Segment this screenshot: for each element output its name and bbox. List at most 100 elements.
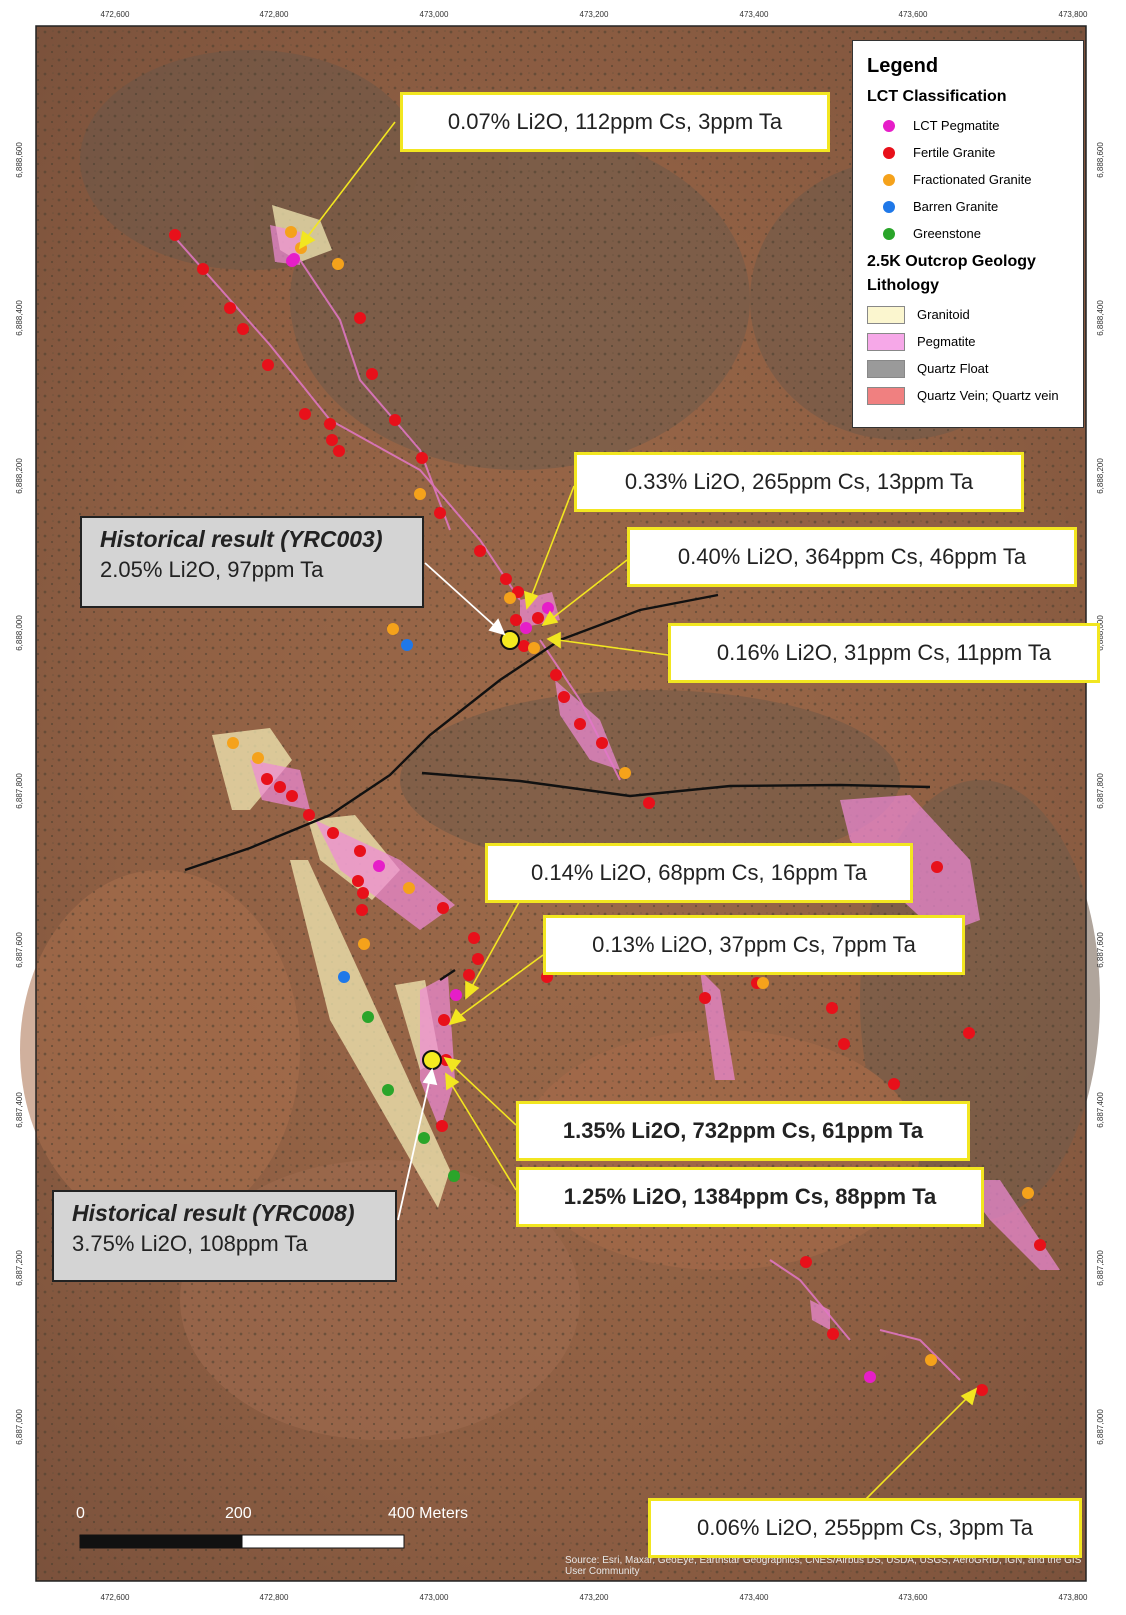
sample-point[interactable] — [285, 226, 297, 238]
sample-point[interactable] — [558, 691, 570, 703]
sample-point[interactable] — [976, 1384, 988, 1396]
sample-point[interactable] — [338, 971, 350, 983]
sample-point[interactable] — [324, 418, 336, 430]
sample-point[interactable] — [472, 953, 484, 965]
x-tick-label: 472,800 — [260, 1593, 289, 1602]
sample-point[interactable] — [448, 1170, 460, 1182]
sample-point[interactable] — [520, 622, 532, 634]
sample-point[interactable] — [434, 507, 446, 519]
sample-point[interactable] — [416, 452, 428, 464]
sample-point[interactable] — [436, 1120, 448, 1132]
sample-point[interactable] — [438, 1014, 450, 1026]
sample-point[interactable] — [450, 989, 462, 1001]
sample-point[interactable] — [352, 875, 364, 887]
sample-point[interactable] — [333, 445, 345, 457]
assay-callout-6: 0.13% Li2O, 37ppm Cs, 7ppm Ta — [543, 915, 965, 975]
sample-point[interactable] — [437, 902, 449, 914]
sample-point[interactable] — [366, 368, 378, 380]
y-tick-label: 6,887,200 — [1096, 1250, 1105, 1286]
y-ticks-left: 6,888,6006,888,4006,888,2006,888,0006,88… — [15, 142, 24, 1445]
sample-point[interactable] — [401, 639, 413, 651]
sample-point[interactable] — [354, 312, 366, 324]
legend-item: Granitoid — [863, 301, 1073, 328]
y-tick-label: 6,887,600 — [15, 932, 24, 968]
legend-marker-icon — [883, 200, 895, 213]
sample-point[interactable] — [326, 434, 338, 446]
sample-point[interactable] — [303, 809, 315, 821]
sample-point[interactable] — [1034, 1239, 1046, 1251]
sample-point[interactable] — [532, 612, 544, 624]
sample-point[interactable] — [286, 790, 298, 802]
sample-point[interactable] — [463, 969, 475, 981]
sample-point[interactable] — [358, 938, 370, 950]
sample-point[interactable] — [827, 1328, 839, 1340]
sample-point[interactable] — [403, 882, 415, 894]
sample-point[interactable] — [800, 1256, 812, 1268]
sample-point[interactable] — [931, 861, 943, 873]
sample-point[interactable] — [504, 592, 516, 604]
sample-point[interactable] — [468, 932, 480, 944]
y-tick-label: 6,888,000 — [1096, 615, 1105, 651]
sample-point[interactable] — [963, 1027, 975, 1039]
sample-point[interactable] — [362, 1011, 374, 1023]
sample-point[interactable] — [864, 1371, 876, 1383]
legend-item-label: Fertile Granite — [913, 145, 996, 160]
sample-point[interactable] — [643, 797, 655, 809]
sample-point[interactable] — [387, 623, 399, 635]
sample-point[interactable] — [332, 258, 344, 270]
fault-lines — [184, 593, 931, 981]
sample-point[interactable] — [224, 302, 236, 314]
sample-point[interactable] — [299, 408, 311, 420]
sample-point[interactable] — [382, 1084, 394, 1096]
legend-item-label: LCT Pegmatite — [913, 118, 1000, 133]
sample-point[interactable] — [550, 669, 562, 681]
sample-point[interactable] — [262, 359, 274, 371]
historical-value: 2.05% Li2O, 97ppm Ta — [100, 557, 324, 582]
sample-point[interactable] — [356, 904, 368, 916]
sample-point[interactable] — [197, 263, 209, 275]
drillhole-yrc003-marker[interactable] — [500, 630, 520, 650]
sample-point[interactable] — [474, 545, 486, 557]
sample-point[interactable] — [169, 229, 181, 241]
sample-point[interactable] — [699, 992, 711, 1004]
sample-point[interactable] — [286, 255, 298, 267]
legend-swatch-icon — [867, 386, 905, 405]
sample-point[interactable] — [252, 752, 264, 764]
sample-point[interactable] — [373, 860, 385, 872]
sample-point[interactable] — [838, 1038, 850, 1050]
sample-point[interactable] — [237, 323, 249, 335]
sample-point[interactable] — [528, 642, 540, 654]
drillhole-yrc008-marker[interactable] — [422, 1050, 442, 1070]
sample-point[interactable] — [757, 977, 769, 989]
scale-label-200: 200 — [225, 1505, 252, 1522]
sample-point[interactable] — [354, 845, 366, 857]
sample-point[interactable] — [510, 614, 522, 626]
sample-point[interactable] — [574, 718, 586, 730]
sample-point[interactable] — [826, 1002, 838, 1014]
sample-point[interactable] — [414, 488, 426, 500]
x-tick-label: 473,400 — [740, 10, 769, 19]
sample-point[interactable] — [261, 773, 273, 785]
sample-point[interactable] — [500, 573, 512, 585]
sample-point[interactable] — [327, 827, 339, 839]
sample-point[interactable] — [274, 781, 286, 793]
sample-point[interactable] — [925, 1354, 937, 1366]
x-tick-label: 473,400 — [740, 1593, 769, 1602]
sample-point[interactable] — [1022, 1187, 1034, 1199]
x-tick-label: 472,600 — [101, 10, 130, 19]
sample-point[interactable] — [389, 414, 401, 426]
sample-point[interactable] — [888, 1078, 900, 1090]
sample-point[interactable] — [596, 737, 608, 749]
sample-point[interactable] — [619, 767, 631, 779]
assay-callout-3: 0.40% Li2O, 364ppm Cs, 46ppm Ta — [627, 527, 1077, 587]
sample-point[interactable] — [227, 737, 239, 749]
y-ticks-right: 6,888,6006,888,4006,888,2006,888,0006,88… — [1096, 142, 1105, 1445]
sample-point[interactable] — [418, 1132, 430, 1144]
sample-point[interactable] — [518, 640, 530, 652]
sample-point[interactable] — [357, 887, 369, 899]
y-tick-label: 6,887,800 — [15, 773, 24, 809]
sample-point[interactable] — [542, 602, 554, 614]
y-tick-label: 6,888,200 — [1096, 458, 1105, 494]
